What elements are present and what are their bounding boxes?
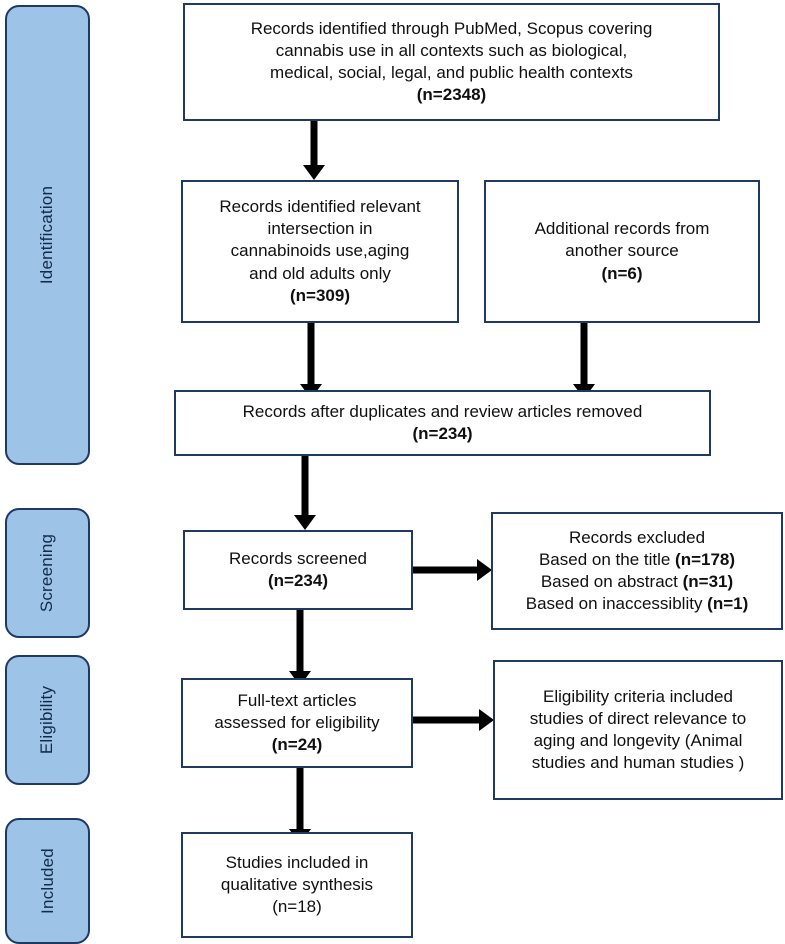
box-records-relevant: Records identified relevant intersection… bbox=[181, 180, 459, 323]
box-after-duplicates: Records after duplicates and review arti… bbox=[174, 390, 711, 456]
box-records-relevant-line-1: Records identified relevant bbox=[219, 197, 421, 217]
box-full-text-assessed: Full-text articles assessed for eligibil… bbox=[181, 678, 413, 768]
stage-bar-eligibility: Eligibility bbox=[5, 655, 90, 785]
box-records-excluded-reason-2: Based on abstract (n=31) bbox=[540, 572, 734, 591]
box-additional-records-line-2: another source bbox=[565, 241, 679, 261]
box-records-identified-line-2: cannabis use in all contexts such as bio… bbox=[275, 40, 628, 60]
box-records-excluded: Records excluded Based on the title (n=1… bbox=[491, 512, 783, 630]
stage-bar-included: Included bbox=[5, 818, 90, 944]
box-records-excluded-reason-3: Based on inaccessiblity (n=1) bbox=[525, 594, 749, 614]
box-records-screened: Records screened (n=234) bbox=[183, 530, 413, 610]
box-after-duplicates-line-1: Records after duplicates and review arti… bbox=[242, 401, 643, 421]
box-full-text-assessed-line-1: Full-text articles bbox=[237, 690, 357, 710]
box-records-excluded-reason-1: Based on the title (n=178) bbox=[538, 549, 736, 569]
box-studies-included-line-2: qualitative synthesis bbox=[220, 874, 374, 894]
box-records-relevant-line-4: and old adults only bbox=[249, 263, 391, 283]
box-eligibility-criteria-line-2: studies of direct relevance to bbox=[529, 708, 747, 728]
box-studies-included: Studies included in qualitative synthesi… bbox=[181, 832, 413, 938]
box-after-duplicates-count: (n=234) bbox=[412, 424, 473, 443]
box-records-relevant-line-3: cannabinoids use,aging bbox=[230, 241, 410, 261]
box-records-screened-line-1: Records screened bbox=[229, 548, 367, 568]
stage-label-identification: Identification bbox=[37, 185, 57, 285]
box-studies-included-count: (n=18) bbox=[272, 897, 322, 917]
stage-bar-identification: Identification bbox=[5, 5, 90, 465]
box-eligibility-criteria-line-3: aging and longevity (Animal bbox=[533, 731, 743, 750]
box-records-identified-line-3: medical, social, legal, and public healt… bbox=[270, 63, 633, 82]
stage-label-eligibility: Eligibility bbox=[37, 685, 57, 755]
box-eligibility-criteria: Eligibility criteria included studies of… bbox=[493, 660, 783, 800]
box-eligibility-criteria-line-4: studies and human studies ) bbox=[531, 753, 745, 773]
box-full-text-assessed-count: (n=24) bbox=[271, 735, 323, 755]
box-records-relevant-line-2: intersection in bbox=[267, 219, 373, 239]
stage-label-screening: Screening bbox=[37, 533, 57, 613]
box-studies-included-line-1: Studies included in bbox=[225, 852, 369, 872]
stage-label-included: Included bbox=[37, 848, 57, 914]
box-records-identified-line-1: Records identified through PubMed, Scopu… bbox=[250, 18, 653, 38]
box-records-relevant-count: (n=309) bbox=[290, 285, 350, 305]
box-additional-records: Additional records from another source (… bbox=[484, 180, 760, 323]
stage-bar-screening: Screening bbox=[5, 508, 90, 638]
box-records-excluded-title: Records excluded bbox=[568, 527, 706, 547]
box-full-text-assessed-line-2: assessed for eligibility bbox=[214, 712, 380, 732]
box-eligibility-criteria-line-1: Eligibility criteria included bbox=[543, 686, 733, 706]
box-additional-records-line-1: Additional records from bbox=[534, 219, 710, 239]
box-records-identified: Records identified through PubMed, Scopu… bbox=[183, 3, 720, 121]
box-records-identified-count: (n=2348) bbox=[416, 85, 487, 105]
box-additional-records-count: (n=6) bbox=[601, 263, 643, 283]
box-records-screened-count: (n=234) bbox=[268, 571, 328, 590]
